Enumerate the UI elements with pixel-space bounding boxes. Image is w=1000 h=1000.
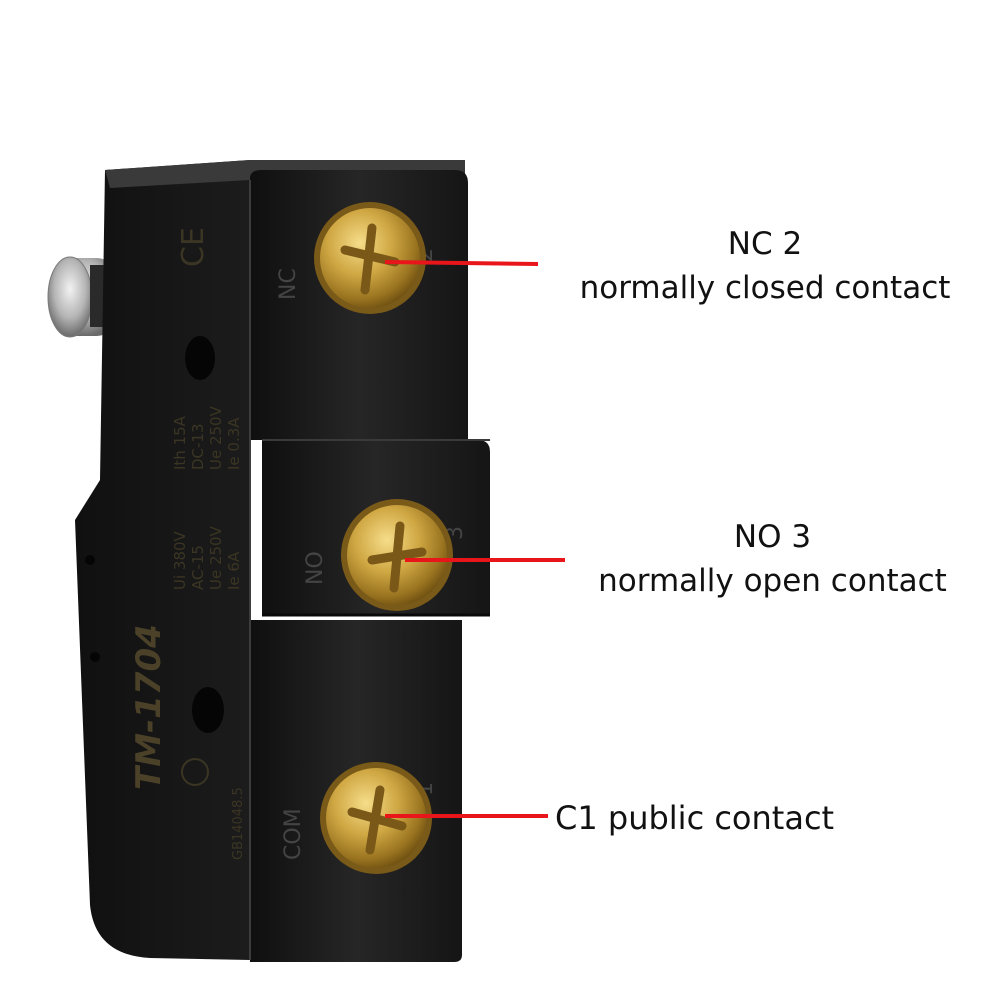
- callout-com: C1 public contact: [555, 796, 895, 840]
- callout-no-title: NO 3: [733, 519, 812, 555]
- screw-no: [341, 499, 453, 611]
- side-markings: TM-1704 Ui 380V AC-15 Ue 250V Ie 6A Ith …: [129, 227, 246, 860]
- callout-no-desc: normally open contact: [598, 563, 947, 599]
- svg-text:DC-13: DC-13: [189, 423, 207, 470]
- svg-text:Ith 15A: Ith 15A: [171, 415, 189, 470]
- callout-nc: NC 2 normally closed contact: [545, 222, 985, 310]
- screw-com: [320, 762, 432, 874]
- leader-lines: [384, 260, 565, 818]
- leader-line-nc: [384, 260, 539, 266]
- ce-mark-icon: CE: [176, 227, 211, 267]
- svg-text:Ui 380V: Ui 380V: [171, 530, 189, 590]
- svg-text:Ie 6A: Ie 6A: [225, 551, 243, 590]
- callout-com-title: C1 public contact: [555, 799, 835, 837]
- callout-nc-title: NC 2: [727, 226, 803, 262]
- callout-nc-desc: normally closed contact: [579, 270, 951, 306]
- svg-text:Ue 250V: Ue 250V: [207, 525, 225, 590]
- svg-text:Ie 0.3A: Ie 0.3A: [225, 417, 243, 470]
- label-nc-marking: NC: [276, 268, 301, 300]
- label-no-marking: NO: [303, 551, 328, 585]
- svg-text:Ue 250V: Ue 250V: [207, 405, 225, 470]
- standard-code: GB14048.5: [231, 787, 246, 860]
- label-com-marking: COM: [281, 808, 306, 860]
- screw-nc: [314, 202, 426, 314]
- mounting-hole-upper: [185, 336, 215, 380]
- model-number: TM-1704: [129, 624, 169, 790]
- ccc-mark-icon: [181, 758, 209, 786]
- mounting-hole-lower: [192, 687, 224, 733]
- callout-no: NO 3 normally open contact: [560, 515, 985, 603]
- svg-text:AC-15: AC-15: [189, 545, 207, 590]
